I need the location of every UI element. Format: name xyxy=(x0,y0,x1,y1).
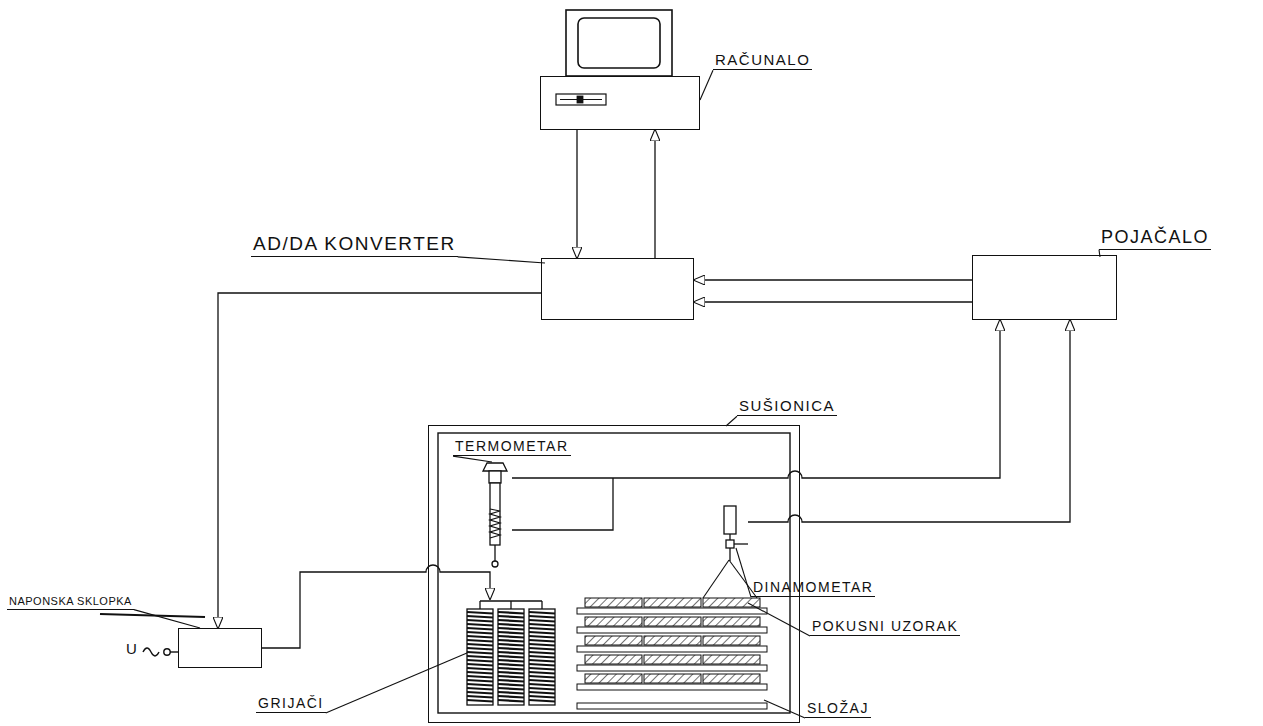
supply-symbol xyxy=(100,614,205,656)
leader-line xyxy=(736,548,751,597)
signal-wire xyxy=(654,130,655,258)
heaters: GRIJAČI xyxy=(463,599,559,709)
leader-line xyxy=(748,603,810,636)
voltage-label: U xyxy=(124,640,139,658)
part-label: NAPONSKA SKLOPKA xyxy=(7,595,134,610)
leader-line xyxy=(134,610,200,628)
signal-wire xyxy=(576,130,577,258)
part-label: TERMOMETAR xyxy=(453,438,571,456)
leader-line xyxy=(453,456,492,462)
dynamometer: DINAMOMETAR xyxy=(714,506,748,562)
switch-box: NAPONSKA SKLOPKA xyxy=(178,628,262,668)
signal-wire xyxy=(694,301,972,302)
computer-box: RAČUNALO xyxy=(540,76,700,130)
part-label: POJAČALO xyxy=(1099,227,1211,250)
leader-line xyxy=(326,650,474,713)
part-label: GRIJAČI xyxy=(256,695,326,713)
leader-line xyxy=(700,70,713,100)
amplifier-box: POJAČALO xyxy=(972,255,1117,320)
part-label: SUŠIONICA xyxy=(737,397,837,416)
part-label: RAČUNALO xyxy=(713,51,812,70)
kiln-box: SUŠIONICATERMOMETARDINAMOMETARGRIJAČI xyxy=(428,425,800,723)
leader-line xyxy=(458,257,545,263)
sample-suspension xyxy=(703,560,757,598)
signal-wire xyxy=(694,279,972,280)
leader-line xyxy=(764,700,805,718)
part-label: AD/DA KONVERTER xyxy=(251,233,458,257)
signal-wire xyxy=(748,320,1070,522)
signal-wire xyxy=(262,565,490,648)
board-stack xyxy=(577,598,767,709)
thermo-drawing xyxy=(478,463,512,567)
monitor xyxy=(556,10,672,105)
thermometer: TERMOMETAR xyxy=(478,463,512,567)
dyna-drawing xyxy=(714,506,748,562)
coils-drawing xyxy=(463,599,559,709)
kiln-inner-wall xyxy=(438,433,790,713)
converter-box: AD/DA KONVERTER xyxy=(541,258,694,320)
part-label: DINAMOMETAR xyxy=(751,579,875,597)
signal-wire xyxy=(218,293,541,628)
part-label: SLOŽAJ xyxy=(805,700,871,718)
part-label: POKUSNI UZORAK xyxy=(810,618,960,636)
